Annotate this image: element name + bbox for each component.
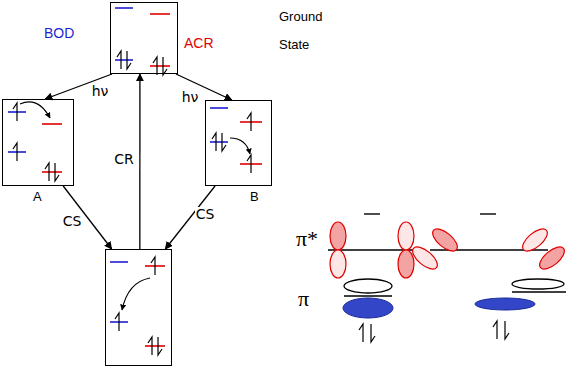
transition-arrow: [45, 74, 112, 99]
electron-arrow: [247, 155, 251, 173]
electron-arrow: [222, 133, 226, 151]
edge-label: hν: [181, 90, 200, 105]
electron-arrow: [127, 51, 131, 69]
electron-arrow: [153, 57, 157, 75]
energy-level: [145, 345, 165, 347]
electron-arrow: [371, 324, 375, 342]
energy-level: [480, 213, 496, 214]
p-orbital-lobe: [409, 243, 441, 273]
energy-level: [512, 291, 566, 292]
state-box: [105, 249, 172, 366]
pi-orbital: [343, 298, 393, 318]
state-box: B: [205, 100, 272, 186]
electron-arrow: [13, 103, 17, 121]
electron-arrow: [158, 337, 162, 355]
p-orbital-lobe: [330, 222, 346, 250]
energy-level: [344, 295, 392, 296]
orbital-label: π*: [296, 228, 318, 250]
electron-arrow: [163, 57, 167, 75]
state-label: B: [250, 189, 270, 205]
state-box: Ground State: [110, 2, 178, 74]
edge-label: CR: [113, 152, 135, 167]
electron-arrow: [13, 143, 17, 161]
electron-arrow: [493, 321, 497, 339]
energy-level: [150, 65, 170, 67]
electron-arrow: [359, 324, 363, 342]
electron-arrow: [247, 113, 251, 131]
energy-level: [210, 107, 228, 109]
pi-orbital: [475, 298, 535, 310]
electron-arrow: [45, 163, 49, 181]
energy-level: [115, 59, 133, 61]
electron-arrow: [115, 313, 119, 331]
electron-arrow: [117, 51, 121, 69]
electron-arrow: [148, 337, 152, 355]
transition-arrow: [139, 74, 140, 249]
p-orbital-lobe: [398, 222, 414, 250]
electron-arrow: [505, 321, 509, 339]
orbital-outline: [344, 279, 392, 293]
state-label: A: [33, 189, 53, 205]
acr-label: ACR: [184, 36, 214, 50]
p-orbital-lobe: [519, 225, 551, 255]
bod-label: BOD: [44, 26, 74, 40]
transfer-arrow: [230, 138, 250, 154]
electron-arrow: [151, 257, 155, 275]
transfer-arrow: [20, 102, 50, 118]
electron-arrow: [55, 163, 59, 181]
transfer-arrow: [122, 278, 150, 310]
orbital-label: π: [298, 288, 309, 310]
p-orbital-lobe: [536, 243, 568, 273]
transition-arrow: [165, 186, 215, 249]
state-box: A: [2, 99, 74, 186]
energy-level: [364, 213, 380, 214]
energy-level: [150, 13, 170, 15]
p-orbital-lobe: [330, 250, 346, 278]
orbital-outline: [512, 279, 564, 289]
energy-level: [42, 171, 62, 173]
edge-label: CS: [62, 214, 83, 229]
energy-level: [115, 7, 133, 9]
energy-level: [42, 123, 62, 125]
electron-arrow: [212, 133, 216, 151]
energy-level: [210, 141, 228, 143]
p-orbital-lobe: [429, 225, 461, 255]
p-orbital-lobe: [398, 250, 414, 278]
state-label: Ground State: [279, 3, 329, 59]
edge-label: hν: [91, 84, 110, 99]
edge-label: CS: [195, 207, 216, 222]
energy-level: [110, 261, 128, 263]
